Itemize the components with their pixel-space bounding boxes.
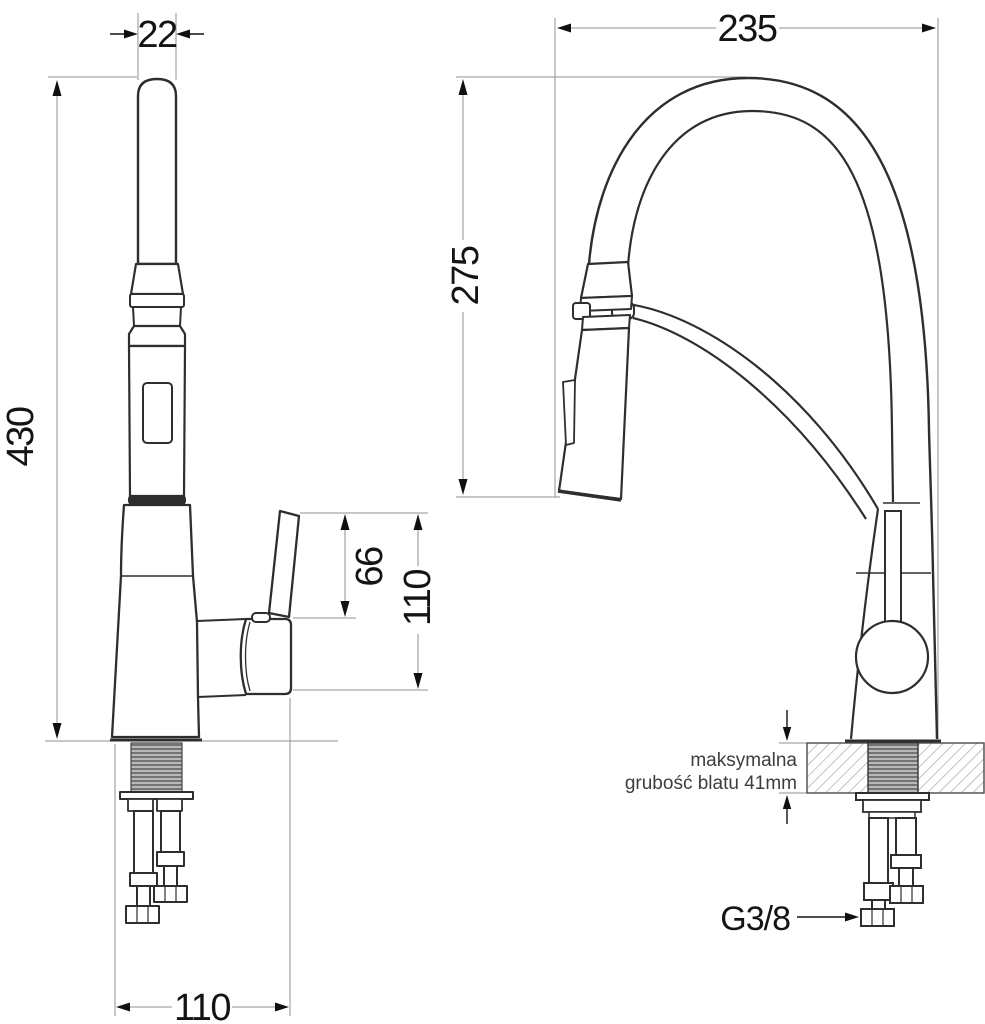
supply-hose-left	[860, 817, 895, 927]
dim-body-height: 110	[397, 570, 439, 626]
head-window	[142, 382, 173, 444]
hose-lower	[632, 316, 867, 520]
threaded-shank	[130, 742, 183, 794]
countertop-note-line2: grubość blatu 41mm	[625, 773, 797, 794]
side-body	[110, 503, 301, 742]
mounting-flange	[855, 792, 930, 801]
countertop-section	[806, 742, 985, 927]
column-left-edge	[849, 508, 880, 740]
side-dimension-arrows	[52, 29, 423, 1012]
dim-spout-width: 22	[137, 14, 177, 56]
supply-hose-rear	[125, 810, 160, 924]
handle-lever-front	[884, 510, 902, 625]
spray-toggle-knob	[572, 302, 591, 320]
sphere-joint	[854, 619, 930, 695]
front-dimension-arrows	[458, 23, 936, 922]
supply-hose-front	[153, 810, 188, 903]
head-ring	[129, 293, 185, 308]
side-spray-head	[127, 77, 187, 505]
front-view: 235 275 maksymalna grubość blatu 41mm G3…	[445, 8, 985, 938]
arch-inner	[626, 109, 895, 503]
handle-lever	[267, 509, 301, 619]
valve-body	[239, 617, 293, 696]
nozzle-ring	[128, 495, 186, 505]
front-body	[845, 502, 941, 743]
hose-nut	[860, 908, 895, 927]
dim-spout-height: 275	[445, 246, 487, 305]
mounting-nut	[127, 798, 154, 812]
head-cone-collar	[579, 260, 634, 300]
head-shoulder	[127, 324, 187, 348]
side-mounting-hardware	[119, 742, 194, 924]
mounting-nut	[156, 798, 183, 812]
thread-size-label: G3/8	[720, 900, 790, 938]
front-spout-arch	[587, 76, 939, 740]
lever-pivot	[251, 612, 271, 623]
hose-nut	[153, 885, 188, 903]
front-dimension-guides	[456, 18, 939, 794]
main-body	[110, 503, 201, 739]
arch-outer	[587, 76, 939, 740]
locknut	[862, 799, 922, 813]
mounting-flange	[119, 791, 194, 800]
dim-spout-reach: 235	[718, 8, 777, 50]
hose-nut	[125, 905, 160, 924]
dim-total-height: 430	[0, 407, 42, 466]
supply-hose-right	[889, 817, 924, 904]
front-spray-head	[557, 260, 635, 502]
hose-upper	[633, 303, 879, 510]
dim-handle-height: 66	[349, 547, 391, 587]
head-outlet-face	[557, 489, 622, 502]
trigger-strip	[562, 379, 576, 446]
hose-nut	[889, 885, 924, 904]
side-view: 22 430 66 110 110	[0, 13, 439, 1024]
spout-tube	[136, 77, 178, 266]
dim-base-depth: 110	[174, 987, 230, 1024]
head-band	[132, 306, 182, 327]
countertop-note-line1: maksymalna	[690, 750, 797, 771]
threaded-shank	[867, 742, 919, 794]
head-cone-collar	[129, 262, 185, 296]
